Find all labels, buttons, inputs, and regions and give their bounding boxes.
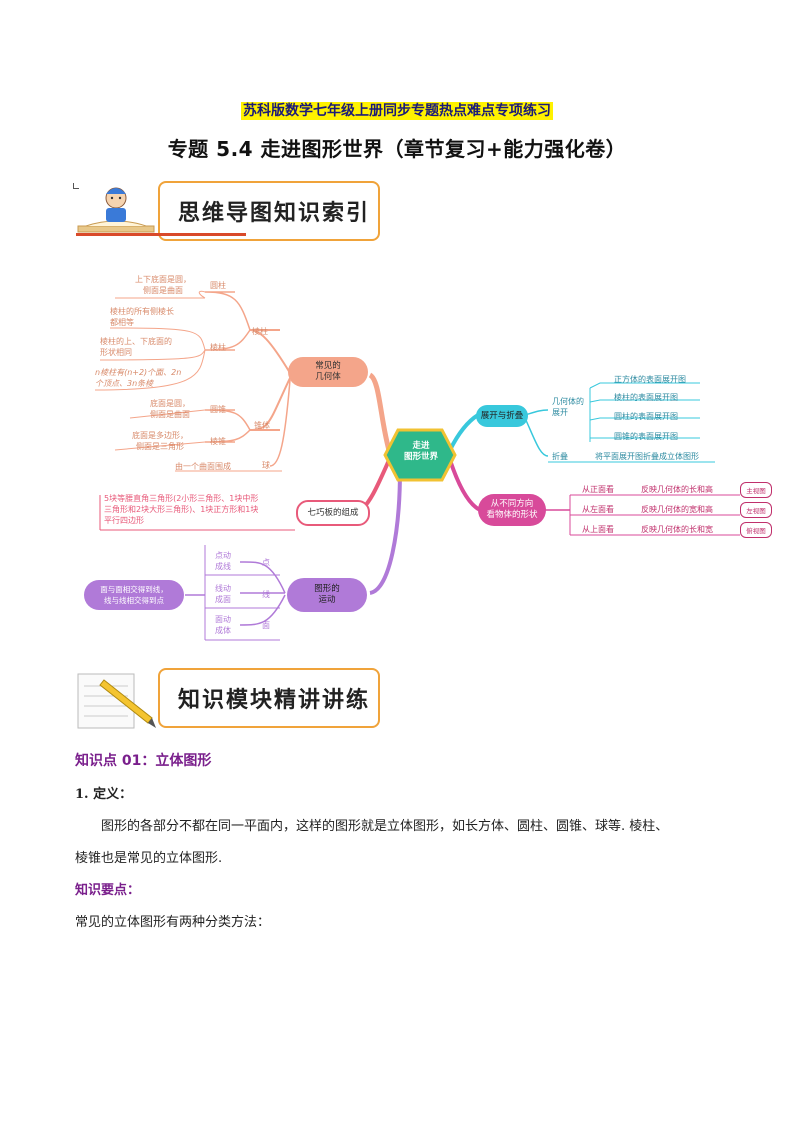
corner-mark xyxy=(73,183,79,189)
tangram-desc: 5块等腰直角三角形(2小形三角形、1块中形 三角形和2块大形三角形)、1块正方形… xyxy=(104,494,259,525)
view-left-desc: 反映几何体的宽和高 xyxy=(641,505,713,514)
node-views: 从不同方向 看物体的形状 xyxy=(478,494,546,526)
sphere-desc: 由一个曲面围成 xyxy=(175,462,231,471)
cone-desc: 底面是圆， 侧面是曲面 xyxy=(150,399,190,419)
view-front-desc: 反映几何体的长和高 xyxy=(641,485,713,494)
document-title: 专题 5.4 走进图形世界（章节复习+能力强化卷） xyxy=(167,137,627,161)
prism-desc-3: n棱柱有(n+2)个面、2n 个顶点、3n条棱 xyxy=(95,368,182,388)
label-cylinder: 圆柱 xyxy=(210,281,226,290)
label-sphere: 球 xyxy=(262,461,270,470)
prism-desc-1: 棱柱的所有侧棱长 都相等 xyxy=(110,307,174,327)
unfold-item-3: 圆柱的表面展开图 xyxy=(614,412,678,421)
series-banner: 苏科版数学七年级上册同步专题热点难点专项练习 xyxy=(241,102,553,120)
label-pyramid: 棱锥 xyxy=(210,437,226,446)
banner-underline xyxy=(76,233,246,236)
label-cone-group: 锥体 xyxy=(254,421,270,430)
unfold-item-2: 棱柱的表面展开图 xyxy=(614,393,678,402)
node-tangram: 七巧板的组成 xyxy=(296,500,370,526)
geo-unfold: 几何体的 展开 xyxy=(552,397,584,417)
mindmap-center-node: 走进 图形世界 xyxy=(403,441,438,462)
mindmap-section-banner: 思维导图知识索引 xyxy=(158,181,380,241)
label-line: 线 xyxy=(262,590,270,599)
cylinder-desc: 上下底面是圆， 侧面是曲面 xyxy=(135,275,191,295)
definition-line-2: 棱锥也是常见的立体图形. xyxy=(75,851,223,866)
view-top-desc: 反映几何体的长和宽 xyxy=(641,525,713,534)
surface-motion: 面动 成体 xyxy=(215,615,231,635)
unfold-item-4: 圆锥的表面展开图 xyxy=(614,432,678,441)
line-motion: 线动 成面 xyxy=(215,584,231,604)
point-motion: 点动 成线 xyxy=(215,551,231,571)
prism-desc-2: 棱柱的上、下底面的 形状相同 xyxy=(100,337,172,357)
node-unfold-fold: 展开与折叠 xyxy=(476,405,528,427)
tag-top-view: 俯视图 xyxy=(740,522,772,538)
fold-desc: 将平面展开图折叠成立体图形 xyxy=(595,452,699,461)
item-1-label: 1. 定义： xyxy=(75,787,133,802)
label-cone: 圆锥 xyxy=(210,405,226,414)
definition-line-1: 图形的各部分不都在同一平面内，这样的图形就是立体图形，如长方体、圆柱、圆锥、球等… xyxy=(101,819,669,834)
label-prism: 棱柱 xyxy=(210,343,226,352)
node-common-solids: 常见的 几何体 xyxy=(288,357,368,387)
mind-map: 走进 图形世界 常见的 几何体 棱柱 圆柱 上下底面是圆， 侧面是曲面 棱柱 棱… xyxy=(0,260,794,650)
pyramid-desc: 底面是多边形， 侧面是三角形 xyxy=(132,431,188,451)
label-point: 点 xyxy=(262,558,270,567)
tag-front-view: 主视图 xyxy=(740,482,772,498)
notepad-pencil-illustration xyxy=(74,668,158,732)
label-surface: 面 xyxy=(262,621,270,630)
unfold-item-1: 正方体的表面展开图 xyxy=(614,375,686,384)
classify-text: 常见的立体图形有两种分类方法： xyxy=(75,915,271,930)
boy-reading-illustration xyxy=(76,180,156,240)
node-figure-motion: 图形的 运动 xyxy=(287,578,367,612)
key-points-label: 知识要点： xyxy=(75,883,141,898)
label-prism-group: 棱柱 xyxy=(252,327,268,336)
label-fold: 折叠 xyxy=(552,452,568,461)
knowledge-section-banner: 知识模块精讲讲练 xyxy=(158,668,380,728)
view-front-from: 从正面看 xyxy=(582,485,614,494)
node-intersection: 面与面相交得到线， 线与线相交得到点 xyxy=(84,580,184,610)
section-heading: 知识点 01：立体图形 xyxy=(75,753,212,769)
view-top-from: 从上面看 xyxy=(582,525,614,534)
view-left-from: 从左面看 xyxy=(582,505,614,514)
tag-left-view: 左视图 xyxy=(740,502,772,518)
